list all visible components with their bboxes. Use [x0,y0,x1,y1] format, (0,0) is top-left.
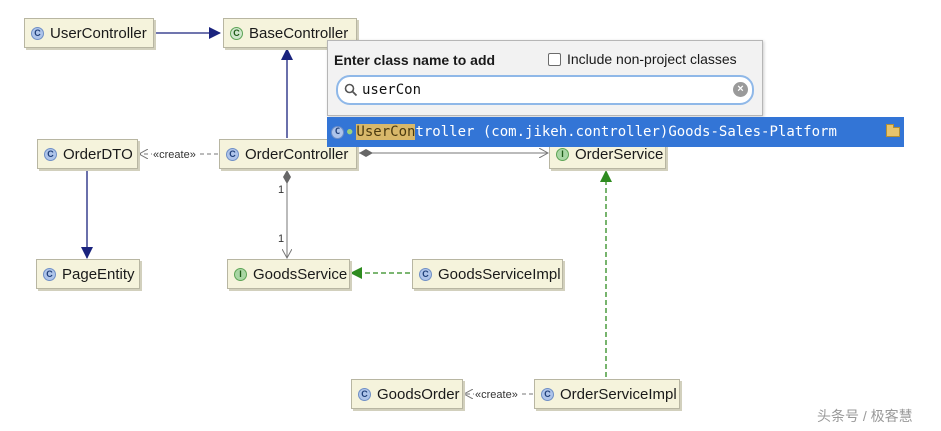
class-usercontroller[interactable]: C UserController [24,18,154,48]
multiplicity-label: 1 [278,233,285,245]
class-icon: C [358,387,371,401]
class-icon: C [31,26,44,40]
class-goodsorder[interactable]: C GoodsOrder [351,379,463,409]
search-icon [344,83,358,97]
class-goodsserviceimpl[interactable]: C GoodsServiceImpl [412,259,563,289]
class-label: GoodsServiceImpl [438,265,561,283]
class-label: OrderDTO [63,145,133,163]
popup-title: Enter class name to add [334,52,496,68]
class-goodsservice[interactable]: I GoodsService [227,259,350,289]
class-label: PageEntity [62,265,135,283]
result-module: Goods-Sales-Platform [668,124,837,140]
clear-icon[interactable]: × [733,82,748,97]
class-label: GoodsOrder [377,385,460,403]
abstract-class-icon: C [230,26,243,40]
class-orderserviceimpl[interactable]: C OrderServiceImpl [534,379,680,409]
class-pageentity[interactable]: C PageEntity [36,259,140,289]
include-non-project-toggle[interactable]: Include non-project classes [548,51,737,67]
class-label: OrderServiceImpl [560,385,677,403]
result-rest: troller (com.jikeh.controller) [415,124,669,140]
class-label: OrderService [575,145,664,163]
include-non-project-checkbox[interactable] [548,52,561,66]
class-search-input[interactable]: userCon × [336,75,754,105]
checkbox-label: Include non-project classes [567,51,737,67]
class-icon: C [331,125,344,139]
class-icon: C [226,147,239,161]
class-icon: C [541,387,554,401]
class-label: UserController [50,24,147,42]
class-label: BaseController [249,24,349,42]
add-class-popup: Enter class name to add Include non-proj… [327,40,763,116]
create-stereotype-label: «create» [152,149,197,161]
class-label: OrderController [245,145,349,163]
search-value: userCon [362,82,422,98]
lock-icon: ● [347,127,353,137]
class-label: GoodsService [253,265,348,283]
interface-icon: I [556,147,569,161]
class-basecontroller[interactable]: C BaseController [223,18,357,48]
class-orderdto[interactable]: C OrderDTO [37,139,138,169]
result-match-highlight: UserCon [356,124,416,140]
class-icon: C [44,147,57,161]
interface-icon: I [234,267,247,281]
class-icon: C [43,267,56,281]
folder-icon [886,124,900,137]
create-stereotype-label: «create» [474,389,519,401]
class-icon: C [419,267,432,281]
watermark: 头条号 / 极客慧 [817,408,913,424]
multiplicity-label: 1 [278,184,285,196]
